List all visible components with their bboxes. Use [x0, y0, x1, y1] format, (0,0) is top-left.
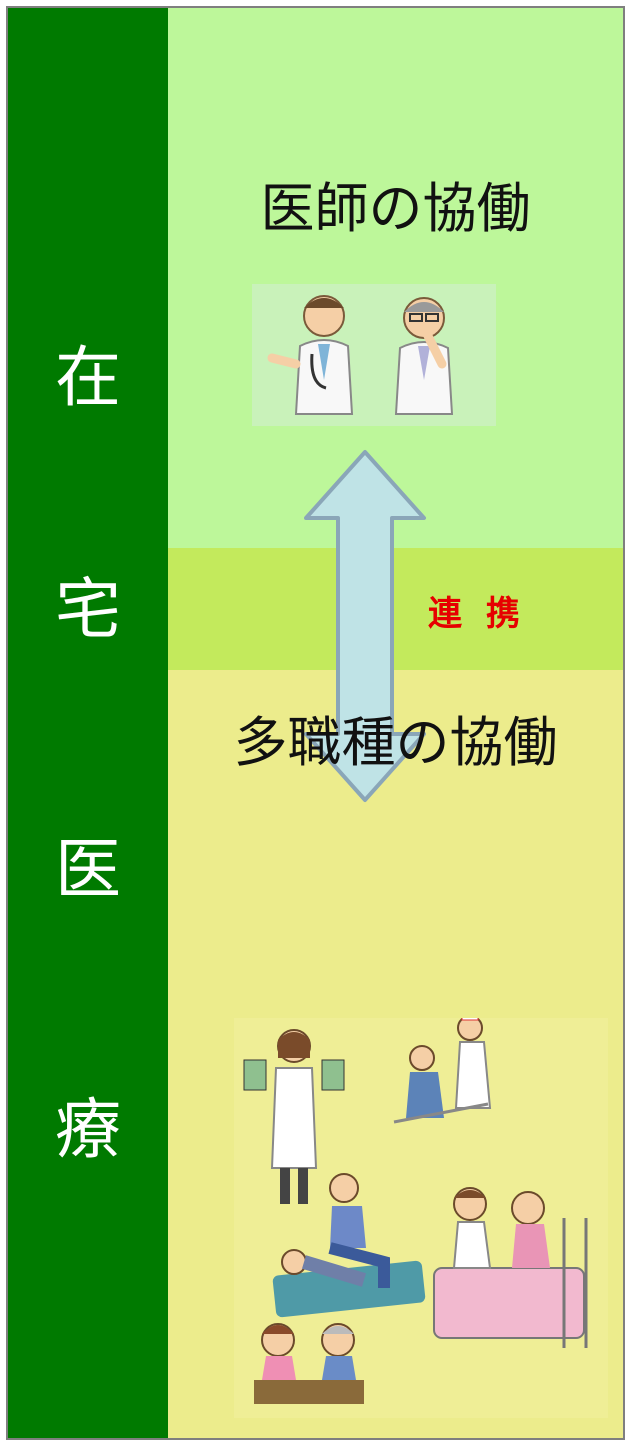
sidebar: 在 宅 医 療: [8, 8, 168, 1438]
sidebar-char-4: 療: [55, 1091, 121, 1168]
bottom-heading: 多職種の協働: [233, 711, 558, 774]
sidebar-char-3: 医: [55, 831, 121, 908]
double-headed-vertical-arrow-icon: [300, 448, 430, 804]
sidebar-char-2: 宅: [55, 571, 121, 648]
link-label: 連 携: [428, 594, 526, 634]
physician-zone: [168, 8, 623, 548]
top-heading: 医師の協働: [260, 177, 531, 240]
doctors-illustration-icon: [252, 284, 496, 426]
link-zone: [168, 548, 623, 670]
multi-professional-staff-illustration-icon: [234, 1018, 608, 1418]
sidebar-char-1: 在: [55, 339, 121, 416]
diagram-frame: 在 宅 医 療 医師の協働: [6, 6, 625, 1440]
